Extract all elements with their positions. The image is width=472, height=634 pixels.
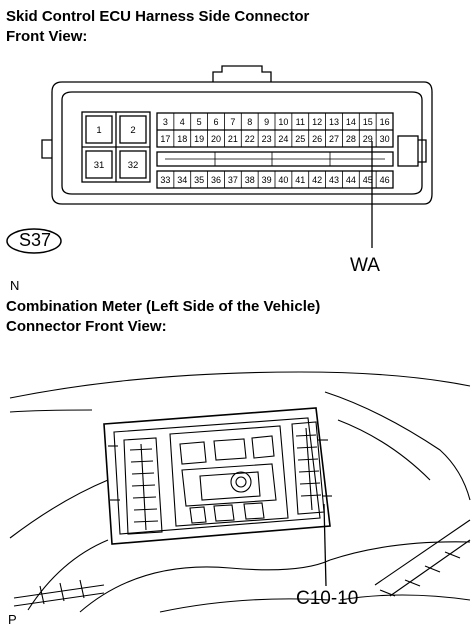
large-pin-label: 2 [130,125,135,136]
pin-grid-dividers [173,113,377,188]
pin-label: 12 [312,117,322,127]
pin-label: 7 [230,117,235,127]
pin-label: 19 [194,134,204,144]
pin-label: 22 [245,134,255,144]
pin-label: 42 [312,175,322,185]
pin-label: 8 [247,117,252,127]
pin-label: 3 [163,117,168,127]
pin-label: 26 [312,134,322,144]
pin-label: 20 [211,134,221,144]
pin-label: 18 [177,134,187,144]
pin-label: 46 [380,175,390,185]
pin-label: 16 [380,117,390,127]
pin-label-highlighted: 29 [363,134,373,144]
pin-label: 45 [363,175,373,185]
pin-label: 30 [380,134,390,144]
pin-label: 4 [180,117,185,127]
pin-label: 9 [264,117,269,127]
pin-label: 41 [295,175,305,185]
pin-row-lower: 33 34 35 36 37 38 39 40 41 42 43 44 45 46 [160,175,389,185]
large-pin-label: 32 [128,160,139,171]
pin-label: 39 [262,175,272,185]
pin-label: 36 [211,175,221,185]
pin-label: 24 [278,134,288,144]
pin-label: 40 [278,175,288,185]
pin-label: 10 [278,117,288,127]
pin-label: 35 [194,175,204,185]
pin-label: 33 [160,175,170,185]
ecu-connector-subtitle: Front View: [6,28,88,45]
pin-label: 6 [213,117,218,127]
pin-label: 27 [329,134,339,144]
c10-leader-line [323,503,327,587]
pin-label: 23 [262,134,272,144]
connector-code: S37 [19,230,52,250]
pin-label: 14 [346,117,356,127]
connector-code-oval [6,228,62,254]
figure-letter-p: P [8,612,17,627]
pin-label: 28 [346,134,356,144]
meter-connector-title: Combination Meter (Left Side of the Vehi… [6,298,321,315]
meter-connector-sketch [9,371,471,613]
large-pin-label: 1 [96,125,101,136]
pin-label: 13 [329,117,339,127]
pin-label: 44 [346,175,356,185]
pin-label: 37 [228,175,238,185]
pin-label: 5 [197,117,202,127]
pin-label: 43 [329,175,339,185]
terminal-label: C10-10 [296,588,359,609]
figure-letter-n: N [10,278,20,293]
large-pin-label: 31 [94,160,105,171]
pin-row-upper: 3 4 5 6 7 8 9 10 11 12 13 14 15 16 [163,117,390,127]
pin-label: 11 [296,117,305,127]
pin-label: 25 [295,134,305,144]
pin-row-middle: 17 18 19 20 21 22 23 24 25 26 27 28 29 30 [160,134,389,144]
meter-connector-subtitle: Connector Front View: [6,318,167,335]
ecu-connector-title: Skid Control ECU Harness Side Connector [6,8,310,25]
pin-label: 21 [228,134,238,144]
pin-label: 15 [363,117,373,127]
pin-label: 17 [160,134,170,144]
pin-label: 34 [177,175,187,185]
pin-label: 38 [245,175,255,185]
wire-color-label: WA [350,255,380,276]
